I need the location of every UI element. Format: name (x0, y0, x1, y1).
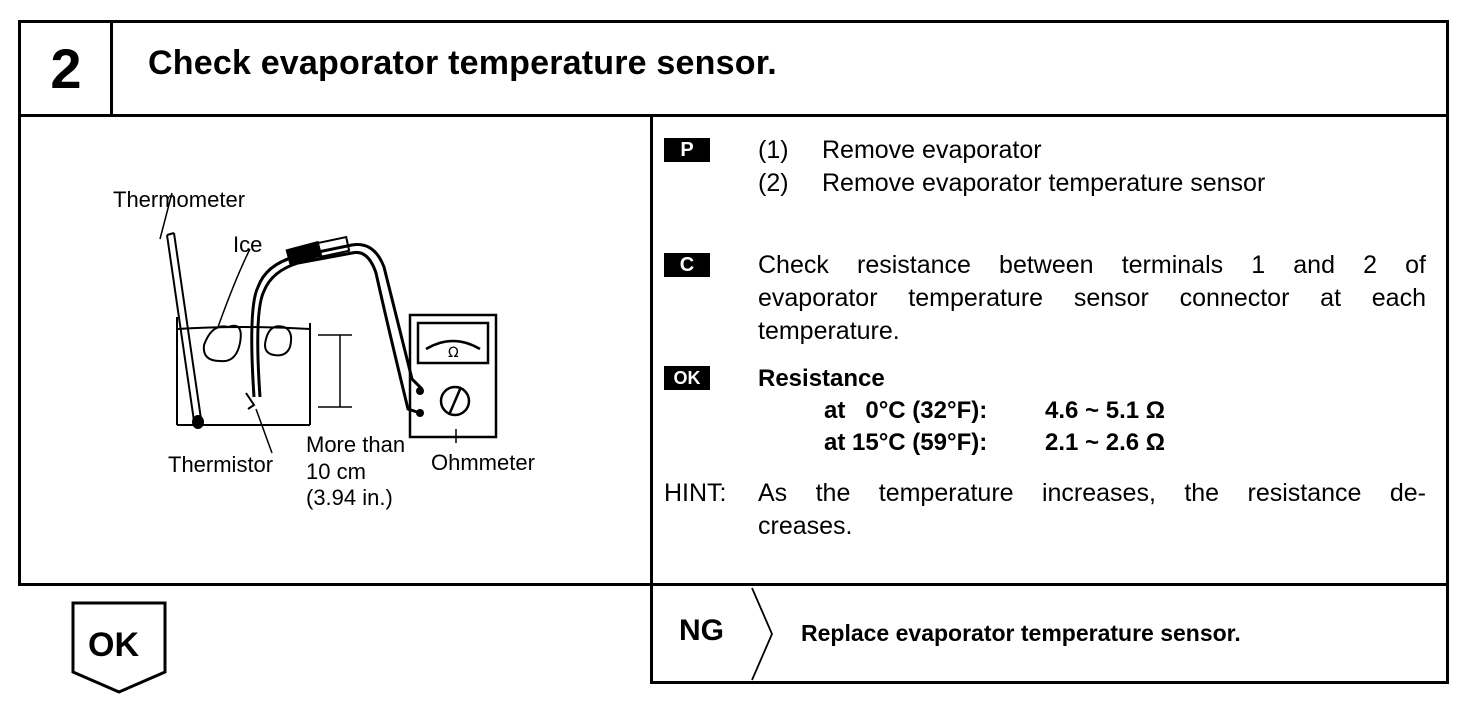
ohmmeter-shape (408, 313, 498, 439)
sensor-wire-2 (256, 250, 421, 415)
frame-left (18, 20, 21, 586)
label-ice: Ice (233, 232, 263, 257)
ohm-symbol: Ω (448, 345, 459, 361)
panel-divider (650, 114, 653, 684)
check-text-line-1: Check resistance between terminals 1 and… (758, 251, 1426, 279)
prep-badge: P (664, 138, 710, 162)
ng-chevron (751, 587, 773, 681)
content-bottom (18, 583, 1449, 586)
hint-text-line-2: creases. (758, 512, 853, 540)
sensor-connector (285, 235, 351, 266)
thermometer-shape (166, 232, 204, 429)
water-container (176, 317, 311, 426)
ice-leader (217, 248, 251, 328)
ice-cube-right (264, 325, 293, 357)
ice-cube-left (202, 324, 242, 363)
prep-step-1-num: (1) (758, 136, 789, 164)
thermometer-leader (159, 192, 173, 240)
thermistor-tip (245, 392, 256, 410)
prep-step-2-text: Remove evaporator temperature sensor (822, 169, 1266, 197)
step-number: 2 (50, 36, 82, 100)
ng-action-text: Replace evaporator temperature sensor. (801, 620, 1241, 646)
label-distance-1: More than (306, 432, 406, 457)
step-box-divider (110, 20, 113, 116)
check-text-line-2: evaporator temperature sensor connector … (758, 284, 1426, 312)
ok-result-pentagon (71, 601, 167, 694)
label-distance-2: 10 cm (306, 459, 366, 484)
resistance-row-1-condition: at 0°C (32°F): (824, 397, 988, 424)
ng-box-bottom (650, 681, 1449, 684)
frame-top (18, 20, 1449, 23)
resistance-label: Resistance (758, 365, 885, 392)
sensor-wire-1 (250, 242, 424, 398)
ng-result-label: NG (679, 614, 724, 647)
label-ohmmeter: Ohmmeter (431, 450, 535, 475)
prep-step-2-num: (2) (758, 169, 789, 197)
resistance-row-1-value: 4.6 ~ 5.1 Ω (1045, 397, 1165, 424)
label-thermometer: Thermometer (113, 187, 246, 212)
resistance-row-2-condition: at 15°C (59°F): (824, 429, 988, 456)
prep-step-1-text: Remove evaporator (822, 136, 1042, 164)
hint-text-line-1: As the temperature increases, the resist… (758, 479, 1426, 507)
frame-right (1446, 20, 1449, 684)
step-title: Check evaporator temperature sensor. (148, 44, 777, 82)
check-badge: C (664, 253, 710, 277)
thermistor-test-diagram: Ω (159, 192, 498, 454)
ok-spec-badge: OK (664, 366, 710, 390)
thermistor-leader (255, 408, 273, 454)
resistance-row-2-value: 2.1 ~ 2.6 Ω (1045, 429, 1165, 456)
header-divider (18, 114, 1449, 117)
check-text-line-3: temperature. (758, 317, 900, 345)
distance-marker (318, 334, 352, 408)
label-distance-3: (3.94 in.) (306, 485, 393, 510)
ok-result-label: OK (88, 626, 139, 664)
hint-label: HINT: (664, 479, 727, 507)
label-thermistor: Thermistor (168, 452, 274, 477)
